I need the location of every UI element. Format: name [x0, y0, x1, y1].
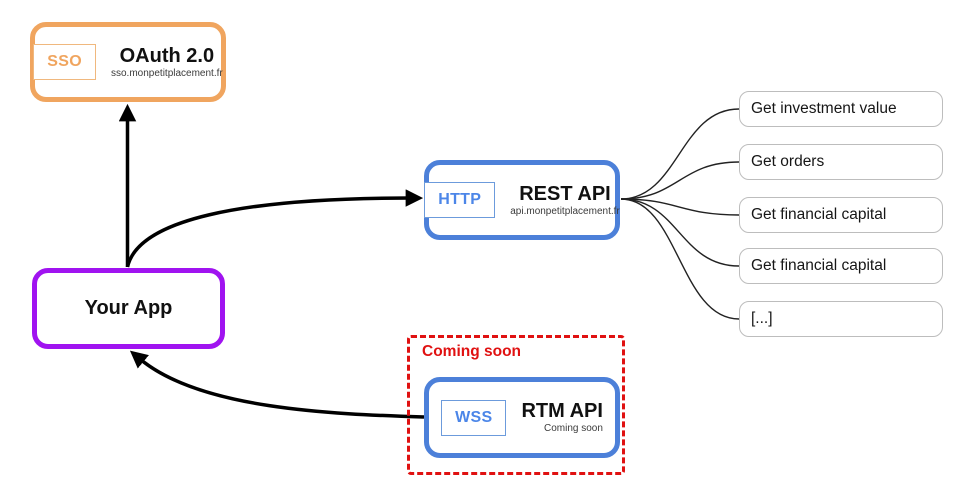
link-rest-to-endpoint-2 [620, 161, 740, 200]
arrow-rtm-to-yourapp [129, 350, 425, 419]
rest-api-subtitle: api.monpetitplacement.fr [510, 205, 620, 217]
rtm-api-subtitle: Coming soon [544, 423, 603, 435]
rest-api-text: REST API api.monpetitplacement.fr [510, 183, 620, 218]
rtm-api-node: WSS RTM API Coming soon [424, 377, 620, 458]
coming-soon-group: Coming soon [407, 335, 625, 475]
your-app-node: Your App [32, 268, 225, 349]
endpoint-get-orders: Get orders [739, 144, 943, 180]
oauth-subtitle: sso.monpetitplacement.fr [111, 67, 223, 79]
http-protocol-badge: HTTP [424, 182, 496, 218]
endpoint-label: Get financial capital [751, 257, 887, 274]
arrow-yourapp-to-rest [125, 189, 424, 268]
your-app-title: Your App [84, 297, 173, 319]
endpoint-get-investment-value: Get investment value [739, 91, 943, 127]
rest-api-node: HTTP REST API api.monpetitplacement.fr [424, 160, 620, 240]
link-rest-to-endpoint-4 [620, 198, 740, 267]
coming-soon-group-label: Coming soon [422, 343, 522, 360]
link-rest-to-endpoint-3 [620, 198, 740, 216]
endpoint-label: [...] [751, 310, 773, 327]
endpoint-label: Get investment value [751, 100, 897, 117]
rest-api-title: REST API [519, 182, 611, 205]
wss-protocol-badge: WSS [441, 399, 507, 436]
rtm-api-text: RTM API Coming soon [521, 400, 602, 435]
oauth-title: OAuth 2.0 [119, 44, 215, 67]
endpoint-label: Get orders [751, 153, 825, 170]
endpoint-more: [...] [739, 301, 943, 337]
endpoint-get-financial-capital-2: Get financial capital [739, 248, 943, 284]
endpoint-label: Get financial capital [751, 206, 887, 223]
oauth-text: OAuth 2.0 sso.monpetitplacement.fr [111, 45, 223, 80]
sso-protocol-badge: SSO [33, 44, 96, 80]
rtm-api-title: RTM API [521, 400, 603, 423]
link-rest-to-endpoint-5 [620, 198, 740, 320]
oauth-node: SSO OAuth 2.0 sso.monpetitplacement.fr [30, 22, 226, 102]
endpoint-get-financial-capital-1: Get financial capital [739, 197, 943, 233]
link-rest-to-endpoint-1 [620, 108, 740, 200]
